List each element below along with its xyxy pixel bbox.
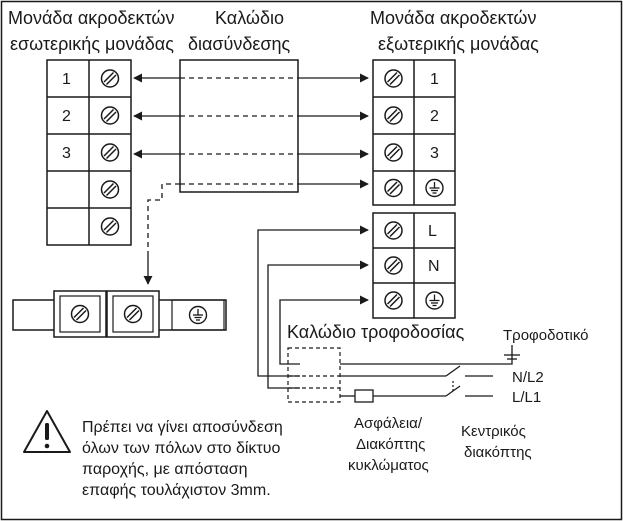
outdoor-signal-terminal-block: 1 2 3	[372, 59, 456, 206]
terminal-l-label: L	[428, 223, 437, 240]
outdoor-terminal-3-label: 3	[430, 145, 439, 162]
indoor-terminal-3-label: 3	[62, 145, 71, 162]
indoor-terminal-2-label: 2	[62, 108, 71, 125]
earth-terminal-bar	[12, 290, 227, 338]
supply-earth-icon	[504, 345, 520, 360]
fuse-icon	[354, 389, 374, 403]
screw-terminal-icon	[100, 143, 120, 162]
interconnecting-cable-subtitle: διασύνδεσης	[188, 34, 291, 54]
fuse-breaker-label-2: Διακόπτης	[356, 436, 425, 453]
earth-ground-icon	[188, 305, 208, 325]
earth-ground-icon	[425, 178, 444, 198]
indoor-terminal-block-subtitle: εσωτερικής μονάδας	[10, 34, 174, 54]
power-supply-cable-label: Καλώδιο τροφοδοσίας	[287, 322, 465, 342]
line-n-l2-label: N/L2	[512, 369, 544, 386]
screw-terminal-icon	[100, 180, 120, 199]
terminal-n-label: N	[428, 258, 440, 275]
indoor-terminal-block-title: Μονάδα ακροδεκτών	[8, 8, 174, 28]
main-switch-label-1: Κεντρικός	[461, 423, 526, 440]
outdoor-power-terminal-block: L N	[372, 212, 456, 319]
screw-terminal-icon	[100, 106, 120, 125]
outdoor-terminal-block-title: Μονάδα ακροδεκτών	[370, 8, 536, 28]
screw-terminal-icon	[384, 291, 403, 310]
line-l-l1-label: L/L1	[512, 389, 541, 406]
screw-terminal-icon	[384, 143, 403, 162]
outdoor-terminal-1-label: 1	[430, 71, 439, 88]
screw-terminal-icon	[384, 106, 403, 125]
earth-ground-icon	[425, 291, 444, 310]
indoor-terminal-block: 1 2 3	[46, 59, 132, 246]
screw-terminal-icon	[384, 221, 403, 240]
signal-wires	[133, 73, 369, 285]
screw-terminal-icon	[384, 178, 403, 198]
fuse-breaker-label-3: κυκλώματος	[348, 457, 429, 474]
power-supply-label: Τροφοδοτικό	[503, 327, 589, 344]
warning-triangle-icon	[23, 410, 71, 453]
power-cable-wires	[257, 225, 513, 403]
outdoor-terminal-2-label: 2	[430, 108, 439, 125]
warning-text-line-3: παροχής, με απόσταση	[82, 461, 248, 478]
indoor-terminal-1-label: 1	[62, 71, 71, 88]
screw-terminal-icon	[100, 217, 120, 236]
screw-terminal-icon	[100, 69, 120, 88]
outdoor-terminal-block-subtitle: εξωτερικής μονάδας	[378, 34, 539, 54]
screw-terminal-icon	[384, 256, 403, 275]
warning-text-line-4: επαφής τουλάχιστον 3mm.	[82, 482, 271, 499]
screw-terminal-icon	[384, 69, 403, 88]
interconnecting-cable-box	[179, 59, 299, 193]
interconnecting-cable-title: Καλώδιο	[215, 8, 284, 28]
warning-text-line-1: Πρέπει να γίνει αποσύνδεση	[82, 419, 283, 436]
warning-text-line-2: όλων των πόλων στο δίκτυο	[82, 440, 280, 457]
fuse-breaker-label-1: Ασφάλεια/	[354, 415, 423, 432]
main-switch-label-2: διακόπτης	[464, 444, 532, 461]
